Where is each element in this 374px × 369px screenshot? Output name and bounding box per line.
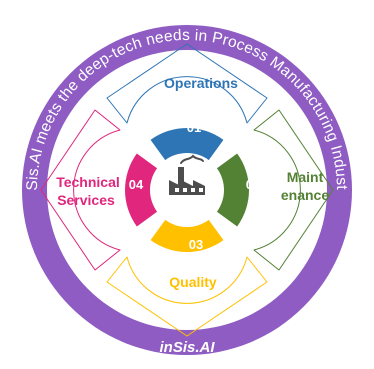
petal-technical-services xyxy=(40,109,121,271)
segment-technical-services xyxy=(124,153,158,227)
label-operations: Operations xyxy=(164,75,238,91)
petal-maintenance xyxy=(253,109,334,271)
label-technical-services-line-1: Technical xyxy=(56,174,120,190)
segment-maintenance xyxy=(216,153,249,227)
label-technical-services-line-2: Services xyxy=(57,192,115,208)
segment-number-quality: 03 xyxy=(189,237,203,252)
segment-operations xyxy=(150,127,224,161)
petal-quality xyxy=(106,256,268,337)
segment-number-technical-services: 04 xyxy=(129,177,144,192)
petal-operations xyxy=(106,43,268,124)
segment-quality xyxy=(150,219,224,253)
brand-label: inSis.AI xyxy=(159,339,215,356)
segment-number-maintenance: 02 xyxy=(246,177,260,192)
label-maintenance-line-2: enance xyxy=(281,187,329,203)
label-maintenance-line-1: Maint xyxy=(287,169,324,185)
label-quality: Quality xyxy=(169,274,217,290)
factory-icon xyxy=(169,154,205,195)
segment-number-operations: 01 xyxy=(187,120,201,135)
